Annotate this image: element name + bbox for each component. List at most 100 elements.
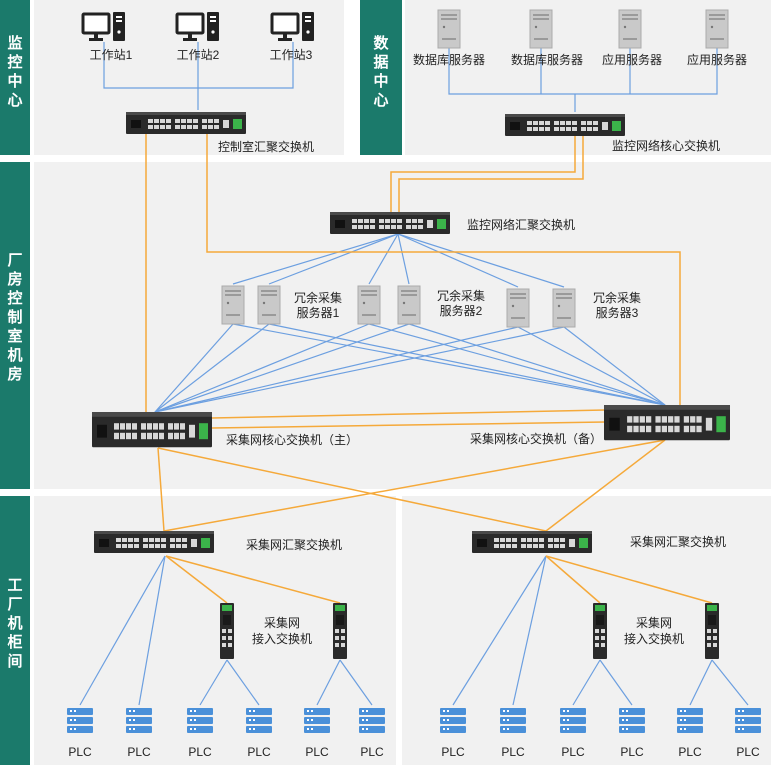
workstation-label-2: 工作站2: [177, 48, 220, 62]
link-racc2-plc12: [711, 659, 749, 706]
link-ragg-racc2: [545, 555, 713, 604]
access-switch-right-line1: 采集网: [636, 615, 672, 630]
redundant-server-1-line2: 服务器1: [297, 305, 340, 320]
link-lacc1-plc3: [199, 659, 228, 706]
server-label-1: 数据库服务器: [413, 52, 485, 67]
link-rs1a-core-main: [154, 323, 234, 413]
link-ragg-racc1: [545, 555, 601, 604]
link-ragg-plc7: [452, 555, 547, 706]
plc-label: PLC: [188, 745, 212, 759]
zone-band-control-room: [0, 162, 30, 489]
zone-title-monitor-center: 监控中心: [7, 34, 22, 109]
redundant-server-3-line1: 冗余采集: [593, 290, 641, 305]
link-racc1-plc10: [599, 659, 633, 706]
label-acq-agg-right: 采集网汇聚交换机: [630, 534, 726, 549]
rack-switch-icon: [505, 114, 625, 136]
link-srv-bus: [448, 48, 718, 95]
link-agg-rs2a: [368, 233, 399, 285]
redundant-server-2-line1: 冗余采集: [437, 288, 485, 303]
zone-title-cabinet-room: 工厂机柜间: [6, 577, 22, 670]
plc-label: PLC: [305, 745, 329, 759]
link-lagg-plc2: [138, 555, 166, 706]
tower-server-icon: [618, 9, 642, 49]
link-racc1-plc9: [572, 659, 601, 706]
label-monitor-core: 监控网络核心交换机: [612, 138, 720, 153]
server-label-4: 应用服务器: [687, 52, 747, 67]
server-label-2: 数据库服务器: [511, 52, 583, 67]
link-lagg-lacc1: [165, 555, 228, 604]
din-rail-switch-icon: [333, 603, 347, 659]
link-ctrl-agg-core-bk: [206, 134, 681, 405]
label-control-room-agg: 控制室汇聚交换机: [218, 139, 314, 154]
plc-label: PLC: [68, 745, 92, 759]
plc-device-icon: [67, 708, 93, 733]
redundant-server-2-line2: 服务器2: [440, 303, 483, 318]
plc-device-icon: [126, 708, 152, 733]
link-lagg-lacc2: [165, 555, 341, 604]
link-agg-rs1b: [268, 233, 399, 285]
zone-band-data-center: [360, 0, 402, 155]
link-lacc2-plc5: [316, 659, 341, 706]
link-core-main-bk-a: [211, 409, 606, 419]
redundant-server-3-line2: 服务器3: [596, 305, 639, 320]
plc-label: PLC: [678, 745, 702, 759]
link-agg-rs1a: [232, 233, 399, 285]
tower-server-icon: [705, 9, 729, 49]
rack-switch-icon: [604, 405, 730, 441]
access-switch-left-line2: 接入交换机: [252, 631, 312, 646]
din-rail-switch-icon: [220, 603, 234, 659]
zone-band-monitor-center: [0, 0, 30, 155]
link-lagg-plc1: [79, 555, 166, 706]
plc-device-icon: [560, 708, 586, 733]
rack-switch-icon: [330, 212, 450, 234]
redundant-server-1-line1: 冗余采集: [294, 290, 342, 305]
plc-label: PLC: [736, 745, 760, 759]
din-rail-switch-icon: [593, 603, 607, 659]
plc-label: PLC: [247, 745, 271, 759]
link-rs3b-core-main: [154, 326, 565, 413]
link-agg-rs3b: [397, 233, 565, 288]
rack-switch-icon: [126, 112, 246, 134]
plc-device-icon: [187, 708, 213, 733]
link-rs2b-core-main: [154, 323, 410, 413]
link-rs3a-core-bk: [517, 326, 666, 406]
tower-server-icon: [357, 285, 381, 325]
orange-links: [145, 134, 713, 604]
link-rs2a-core-bk: [368, 323, 666, 406]
link-mon-core-agg-b: [398, 136, 584, 212]
link-rs2a-core-main: [154, 323, 370, 413]
access-switch-left-line1: 采集网: [264, 615, 300, 630]
link-core-bk-lagg: [163, 439, 666, 532]
tower-server-icon: [397, 285, 421, 325]
zone-title-data-center: 数据中心: [373, 34, 389, 109]
workstation-label-1: 工作站1: [90, 48, 133, 62]
link-racc2-plc11: [689, 659, 713, 706]
server-label-3: 应用服务器: [602, 52, 662, 67]
link-rs3a-core-main: [154, 326, 519, 413]
plc-label: PLC: [441, 745, 465, 759]
label-monitor-agg: 监控网络汇聚交换机: [467, 217, 575, 232]
label-acq-agg-left: 采集网汇聚交换机: [246, 537, 342, 552]
link-agg-rs2b: [397, 233, 410, 285]
plc-label: PLC: [620, 745, 644, 759]
link-lacc2-plc6: [339, 659, 373, 706]
link-lacc1-plc4: [226, 659, 260, 706]
link-core-bk-ragg: [545, 439, 666, 532]
plc-device-icon: [246, 708, 272, 733]
plc-device-icon: [500, 708, 526, 733]
rack-switch-icon: [94, 531, 214, 553]
zone-title-control-room: 厂房控制室机房: [7, 252, 22, 383]
plc-device-icon: [735, 708, 761, 733]
link-mon-core-agg-a: [390, 136, 576, 212]
tower-server-icon: [257, 285, 281, 325]
rack-switch-icon: [472, 531, 592, 553]
tower-server-icon: [552, 288, 576, 328]
plc-label: PLC: [127, 745, 151, 759]
link-core-main-lagg: [157, 447, 165, 532]
access-switch-right-line2: 接入交换机: [624, 631, 684, 646]
link-core-main-bk-b: [211, 421, 606, 429]
plc-device-icon: [677, 708, 703, 733]
